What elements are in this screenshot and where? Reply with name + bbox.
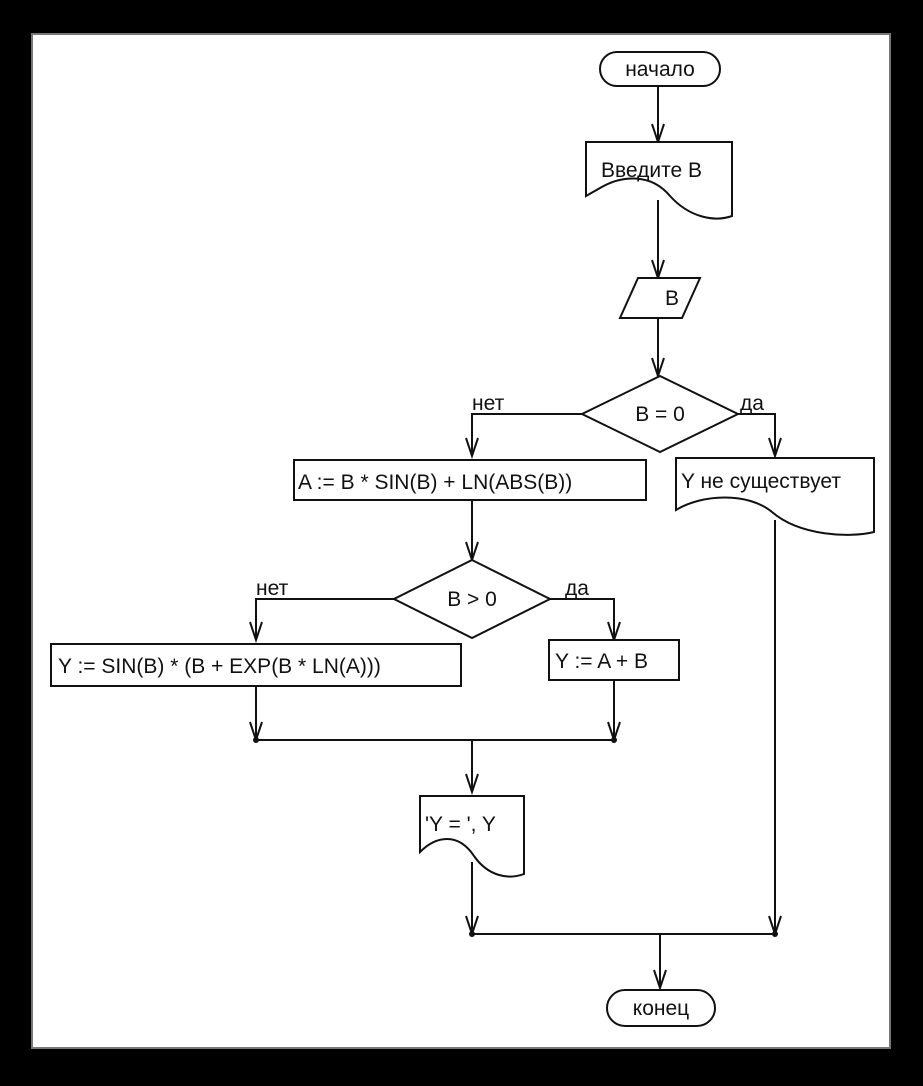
cond2-yes-label: да	[565, 577, 589, 600]
connector-cond2-yes	[550, 598, 615, 640]
assign-y1-label: Y := SIN(B) * (B + EXP(B * LN(A)))	[58, 655, 381, 678]
condition-b-equals-zero	[579, 374, 741, 454]
prompt-label: Введите B	[601, 159, 702, 182]
assign-y1-box	[50, 643, 462, 687]
input-b-parallelogram	[618, 277, 702, 319]
final-merge-dot-right	[772, 931, 778, 937]
condition-b-equals-zero-label: B = 0	[635, 403, 685, 426]
assign-a-label: A := B * SIN(B) + LN(ABS(B))	[298, 471, 572, 494]
arrow-to-output	[465, 773, 479, 796]
cond1-no-label: нет	[472, 392, 505, 415]
final-merge-dot-left	[469, 931, 475, 937]
cond2-no-label: нет	[256, 577, 289, 600]
arrow-to-no-y	[768, 437, 782, 460]
assign-y2-label: Y := A + B	[555, 650, 648, 673]
end-terminator	[606, 989, 716, 1027]
assign-y2-box	[548, 639, 680, 681]
arrow-to-assign-a	[465, 437, 479, 460]
assign-a-box	[293, 459, 647, 501]
start-label: начало	[625, 58, 695, 81]
condition-b-greater-zero	[391, 558, 553, 640]
output-y-document	[419, 795, 525, 878]
end-label: конец	[633, 997, 689, 1020]
arrow-to-assign-y1	[249, 621, 263, 644]
no-y-label: Y не существует	[681, 470, 841, 493]
prompt-document	[585, 141, 733, 220]
no-y-document	[675, 457, 875, 536]
start-terminator	[599, 51, 721, 87]
canvas	[31, 33, 891, 1049]
input-b-label: B	[665, 287, 679, 310]
condition-b-greater-zero-label: B > 0	[447, 588, 497, 611]
connector-cond1-yes	[738, 413, 776, 456]
arrow-to-end	[653, 969, 667, 992]
connector-cond2-no	[255, 598, 394, 640]
merge-dot-right	[611, 737, 617, 743]
merge-dot-left	[253, 737, 259, 743]
connector-cond1-no	[471, 413, 582, 456]
cond1-yes-label: да	[740, 392, 764, 415]
output-y-label: 'Y = ', Y	[425, 813, 496, 836]
